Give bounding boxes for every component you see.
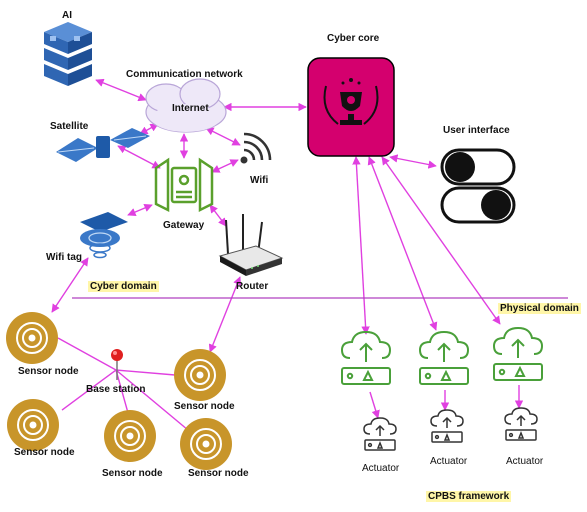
connection-links [51, 78, 524, 419]
ai-icon [44, 22, 92, 86]
link-wifitag-sensor [51, 257, 89, 313]
label-wifi: Wifi [250, 175, 269, 186]
label-cyber-domain: Cyber domain [88, 281, 159, 292]
label-actuator: Actuator [430, 456, 468, 467]
gateway-icon [154, 157, 214, 213]
link-router-sensor [208, 276, 242, 353]
actuator-icon [363, 417, 397, 451]
cyber-core-icon [307, 57, 395, 157]
link-ai-internet [95, 78, 147, 102]
label-internet: Internet [172, 103, 209, 114]
label-satellite: Satellite [50, 121, 89, 132]
sensor-node-icon [104, 410, 156, 462]
label-cpbs-framework: CPBS framework [426, 491, 512, 502]
link-satellite-gateway [117, 145, 161, 169]
label-sensor-node: Sensor node [18, 366, 79, 377]
wifi-icon [240, 132, 272, 164]
sensor-node-icon [174, 349, 226, 401]
label-wifi-tag: Wifi tag [46, 252, 83, 263]
wifi-tag-icon [80, 212, 128, 259]
cloud-gateway-unit-icon [418, 330, 470, 385]
satellite-icon [56, 128, 150, 162]
router-icon [218, 214, 284, 276]
sensor-node-icon [6, 312, 58, 364]
actuator-icon [504, 407, 538, 441]
label-sensor-node: Sensor node [188, 468, 249, 479]
internet-cloud-icon [145, 78, 227, 133]
link-internet-wifi [205, 127, 241, 146]
link-core-unit1 [352, 156, 370, 335]
base-station-pin-icon [111, 349, 123, 380]
link-satellite-internet [139, 123, 159, 135]
label-sensor-node: Sensor node [102, 468, 163, 479]
cloud-gateway-unit-icon [492, 326, 544, 381]
actuator-icon [430, 409, 464, 443]
cloud-gateway-unit-icon [340, 330, 392, 385]
label-gateway: Gateway [163, 220, 205, 231]
label-actuator: Actuator [362, 463, 400, 474]
label-cyber-core: Cyber core [327, 33, 380, 44]
label-sensor-node: Sensor node [174, 401, 235, 412]
sensor-node-icon [180, 418, 232, 470]
label-ai: AI [62, 10, 72, 21]
label-sensor-node: Sensor node [14, 447, 75, 458]
link-gateway-wifitag [127, 204, 153, 216]
user-interface-icon [440, 148, 516, 224]
label-user-interface: User interface [443, 125, 510, 136]
link-core-ui [389, 154, 437, 169]
link-gateway-wifi [211, 159, 239, 173]
label-actuator: Actuator [506, 456, 544, 467]
label-router: Router [236, 281, 269, 292]
link-unit1-actuator [369, 391, 380, 419]
link-core-unit2 [367, 156, 438, 331]
label-physical-domain: Physical domain [498, 303, 581, 314]
label-communication-network: Communication network [126, 69, 243, 80]
label-base-station: Base station [86, 384, 146, 395]
sensor-node-icon [7, 399, 59, 451]
link-gateway-router [209, 204, 227, 227]
link-core-unit3 [381, 156, 501, 325]
